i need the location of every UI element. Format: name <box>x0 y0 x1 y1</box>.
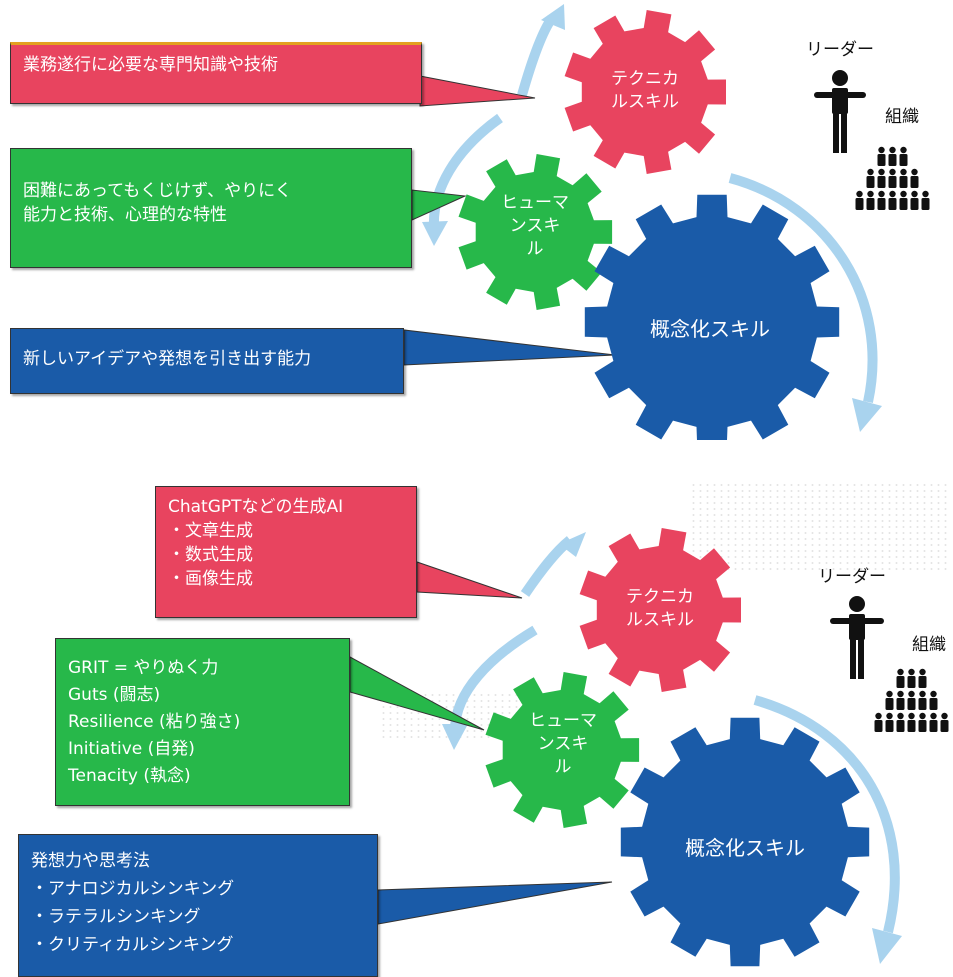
gear-icon <box>485 672 640 828</box>
curved-arrow-icon <box>422 221 448 246</box>
callout-text: ChatGPTなどの生成AI <box>168 497 344 517</box>
group-icon <box>874 668 949 732</box>
curved-arrow-icon <box>520 536 574 597</box>
scan-noise <box>690 482 950 572</box>
curved-arrow-icon <box>753 695 900 934</box>
gear-label-conceptual: 概念化スキル <box>685 836 805 860</box>
callout-text: Resilience (粘り強さ) <box>68 712 241 732</box>
curved-arrow-icon <box>442 724 468 750</box>
callout-technical-description: ChatGPTなどの生成AI ・文章生成 ・数式生成 ・画像生成 <box>155 486 417 618</box>
callout-conceptual-description: 発想力や思考法 ・アナロジカルシンキング ・ラテラルシンキング ・クリティカルシ… <box>18 834 378 977</box>
gear-icon <box>564 10 726 174</box>
gear-icon <box>579 528 741 692</box>
callout-text: GRIT = やりぬく力 <box>68 658 219 678</box>
gear-icon <box>458 154 613 310</box>
callout-human-description: 困難にあってもくじけず、やりにく 能力と技術、心理的な特性 <box>10 148 412 268</box>
callout-technical-description: 業務遂行に必要な専門知識や技術 <box>10 42 422 104</box>
callout-text: ・数式生成 <box>168 545 253 565</box>
callout-text: ・文章生成 <box>168 521 253 541</box>
curved-arrow-icon <box>872 928 902 964</box>
leader-label: リーダー <box>818 567 886 587</box>
callout-conceptual-description: 新しいアイデアや発想を引き出す能力 <box>10 328 404 394</box>
callout-text: 困難にあってもくじけず、やりにく <box>23 181 292 201</box>
curved-arrow-icon <box>852 398 882 432</box>
callout-pointer <box>416 561 523 599</box>
top-diagram-graphics <box>403 4 930 440</box>
person-icon <box>830 596 884 679</box>
callout-text: ・画像生成 <box>168 569 253 589</box>
callout-pointer <box>411 189 467 221</box>
callout-text: 新しいアイデアや発想を引き出す能力 <box>23 349 312 369</box>
callout-text: ・ラテラルシンキング <box>31 907 201 927</box>
curved-arrow-icon <box>728 173 878 404</box>
callout-text: ・クリティカルシンキング <box>31 935 234 955</box>
person-icon <box>814 70 866 153</box>
group-icon <box>855 146 930 210</box>
gear-label-human: ヒューマ ンスキ ル <box>529 711 597 777</box>
callout-text: Tenacity (執念) <box>68 766 191 786</box>
gear-label-conceptual: 概念化スキル <box>650 317 770 341</box>
gear-icon <box>584 194 840 440</box>
callout-human-description: GRIT = やりぬく力 Guts (闘志) Resilience (粘り強さ)… <box>55 638 350 806</box>
organization-label: 組織 <box>885 107 919 127</box>
panel-bottom-diagram: ChatGPTなどの生成AI ・文章生成 ・数式生成 ・画像生成 GRIT = … <box>0 462 953 977</box>
organization-label: 組織 <box>912 635 946 655</box>
callout-pointer <box>349 656 485 731</box>
callout-pointer <box>377 881 613 925</box>
bottom-diagram-graphics <box>349 528 949 967</box>
gear-icon <box>620 717 870 967</box>
panel-top-diagram: 業務遂行に必要な専門知識や技術 困難にあってもくじけず、やりにく 能力と技術、心… <box>0 0 953 440</box>
leader-label: リーダー <box>806 40 874 60</box>
callout-text: 発想力や思考法 <box>31 851 150 871</box>
curved-arrow-icon <box>559 532 586 557</box>
callout-text: 業務遂行に必要な専門知識や技術 <box>23 55 278 75</box>
gear-label-technical: テクニカ ルスキル <box>611 69 679 112</box>
callout-text: Initiative (自発) <box>68 739 195 759</box>
callout-text: Guts (闘志) <box>68 685 161 705</box>
gear-label-technical: テクニカ ルスキル <box>626 587 694 630</box>
callout-pointer <box>419 75 536 107</box>
curved-arrow-icon <box>517 15 557 97</box>
curved-arrow-icon <box>428 113 503 229</box>
callout-pointer <box>403 329 616 366</box>
curved-arrow-icon <box>541 4 565 30</box>
callout-text: 能力と技術、心理的な特性 <box>23 205 227 225</box>
callout-text: ・アナロジカルシンキング <box>31 879 235 899</box>
gear-label-human: ヒューマ ンスキ ル <box>501 193 569 259</box>
